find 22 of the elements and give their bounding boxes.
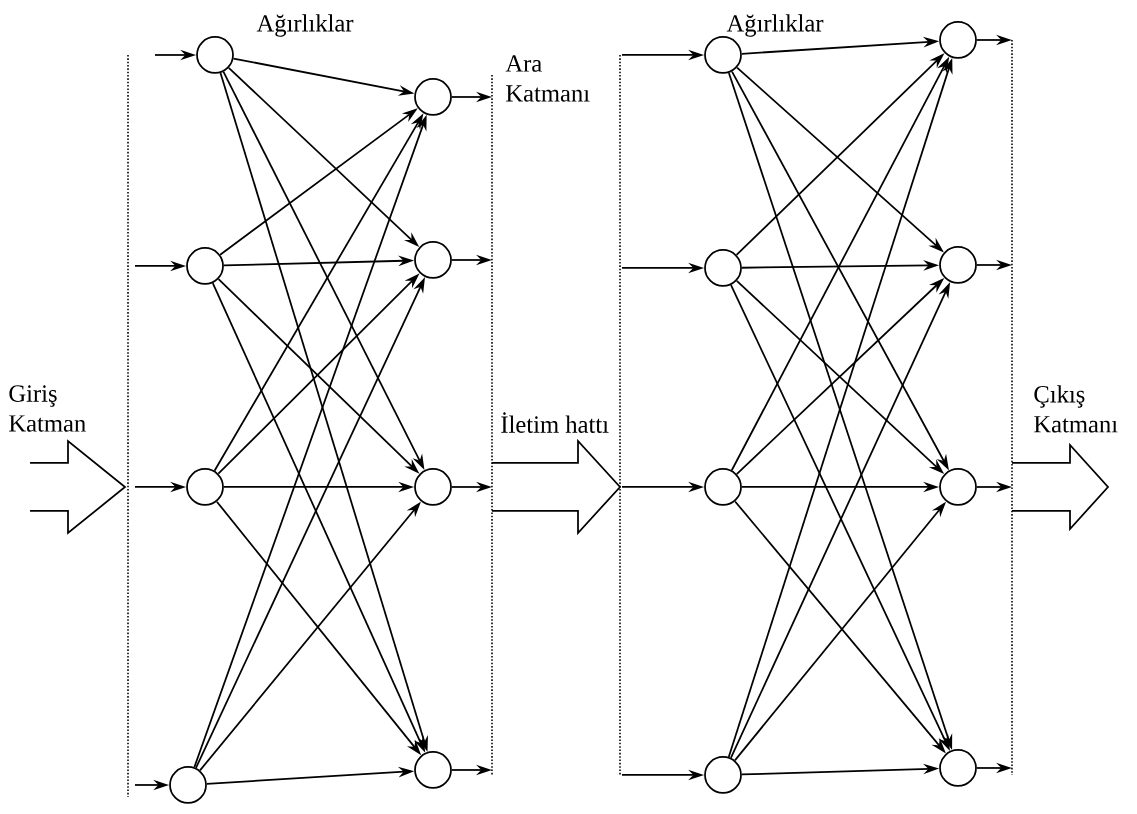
layer-label: Ağırlıklar — [726, 14, 824, 37]
neuron-circle — [704, 36, 742, 74]
layer-label: Ara Katmanı — [505, 55, 590, 102]
neuron-circle — [939, 468, 977, 506]
neuron-circle — [704, 249, 742, 287]
neuron-circle — [939, 21, 977, 59]
layer-label: Çıkış Katmanı — [1034, 385, 1118, 433]
layer-label: İletim hattı — [501, 412, 609, 433]
neuron-circle — [186, 247, 224, 285]
neuron-circle — [186, 468, 224, 506]
neuron-circle — [414, 241, 452, 279]
neuron-circle — [196, 36, 234, 74]
neuron-circle — [414, 78, 452, 116]
neuron-circle — [414, 751, 452, 789]
layer-label: Ağırlıklar — [256, 14, 354, 37]
neuron-circle — [939, 246, 977, 284]
neuron-circle — [169, 766, 207, 804]
neuron-circle — [939, 749, 977, 787]
neuron-circle — [704, 756, 742, 794]
neuron-circle — [704, 468, 742, 506]
layer-label: Giriş Katman — [9, 385, 86, 432]
neuron-circle — [414, 468, 452, 506]
